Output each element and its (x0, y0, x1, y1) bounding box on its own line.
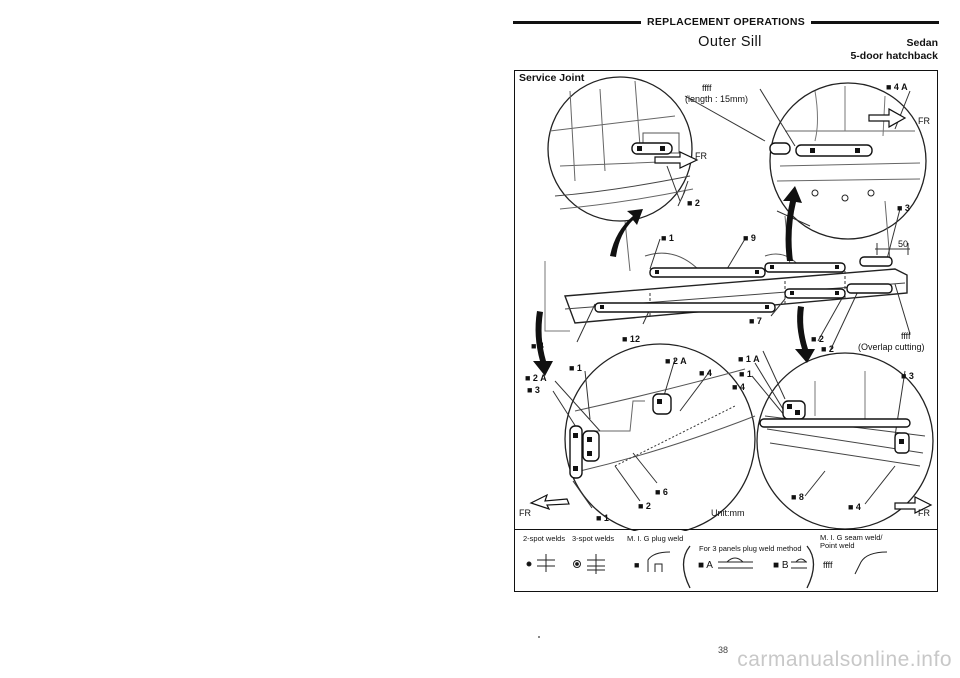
callout-3-left: ■ 3 (527, 385, 540, 395)
fr-arrow-bottom-left (529, 493, 570, 511)
detail-circle-rear-top (769, 82, 927, 240)
callout-7: ■ 7 (749, 316, 762, 326)
legend-mig-plug: M. I. G plug weld (627, 534, 684, 543)
page-title: Outer Sill (698, 34, 762, 50)
legend-point-weld: Point weld (820, 541, 855, 550)
legend-three-spot: 3-spot welds (572, 534, 615, 543)
weld-bar-sill-upper-rear (859, 256, 893, 267)
detail-circle-front-top (547, 76, 693, 222)
weld-bar-top-left (631, 142, 673, 155)
unit-label: Unit:mm (711, 508, 745, 518)
weld-bar-lower-left-vertical (569, 425, 583, 479)
scan-speck (538, 636, 540, 638)
callout-4-left: ■ 4 (531, 341, 544, 351)
header-rule-right (811, 20, 939, 24)
weld-bar-sill-upper-mid (764, 262, 846, 273)
section-header: REPLACEMENT OPERATIONS (513, 16, 939, 28)
callout-1-lower: ■ 1 (569, 363, 582, 373)
removal-arrow-rear-up (783, 186, 802, 261)
weld-bar-sill-upper-front (649, 267, 766, 278)
weld-symbol-overlap: ffff (901, 331, 911, 341)
callout-1-right: ■ 1 (739, 369, 752, 379)
callout-4-right: ■ 4 (732, 382, 745, 392)
callout-2-right-a: ■ 2 (811, 334, 824, 344)
site-watermark: carmanualsonline.info (737, 648, 952, 671)
callout-3-top: ■ 3 (897, 203, 910, 213)
callout-4-bottom: ■ 4 (848, 502, 861, 512)
weld-bar-lower-right-sill (759, 418, 911, 428)
callout-2-lower: ■ 2 (638, 501, 651, 511)
callout-2-top: ■ 2 (687, 198, 700, 208)
fr-arrow-top-left (654, 151, 699, 169)
callout-8: ■ 8 (791, 492, 804, 502)
legend-mig-seam: M. I. G seam weld/ (820, 533, 883, 542)
callout-9: ■ 9 (743, 233, 756, 243)
fr-label-bottom-right: FR (918, 508, 930, 518)
legend-plug-square: ■ (634, 560, 640, 570)
service-joint-label: Service Joint (519, 72, 585, 84)
callout-6: ■ 6 (655, 487, 668, 497)
header-rule-left (513, 20, 641, 24)
weld-bar-top-right (795, 144, 873, 157)
length-note: (length : 15mm) (685, 94, 749, 104)
weld-symbol-length: ffff (702, 83, 712, 93)
legend-seam-symbol: ffff (823, 560, 833, 570)
fr-label-top-right: FR (918, 116, 930, 126)
page-number: 38 (718, 645, 729, 655)
legend-symbols (526, 545, 888, 589)
callout-4-mid: ■ 4 (699, 368, 712, 378)
weld-bar-sill-lower-mid (784, 288, 846, 299)
fr-arrow-bottom-right (894, 496, 933, 514)
installation-arrow-front (533, 311, 553, 376)
weld-bar-lower-right-cluster (782, 400, 806, 420)
weld-legend: 2-spot welds 3-spot welds M. I. G plug w… (515, 529, 937, 591)
dimension-50: 50 (898, 239, 909, 249)
weld-bar-top-right-small (769, 142, 791, 155)
detail-circle-front-bottom (564, 343, 756, 531)
legend-method-b: ■ B (773, 560, 789, 571)
model-label-hatchback: 5-door hatchback (850, 50, 938, 62)
fr-label-top-left: FR (695, 151, 707, 161)
fr-label-bottom-left: FR (519, 508, 531, 518)
overlap-note: (Overlap cutting) (858, 342, 925, 352)
callout-1-mid: ■ 1 (661, 233, 674, 243)
outer-sill-panel (564, 268, 908, 324)
callout-1-bottom: ■ 1 (596, 513, 609, 523)
weld-bar-sill-lower-rear (846, 283, 893, 294)
callout-2-right-b: ■ 2 (821, 344, 834, 354)
callout-12: ■ 12 (622, 334, 640, 344)
callout-4a: ■ 4 A (886, 82, 908, 92)
legend-method-a: ■ A (698, 560, 713, 571)
callout-3-right: ■ 3 (901, 371, 914, 381)
removal-arrow-front (610, 209, 643, 257)
legend-two-spot: 2-spot welds (523, 534, 566, 543)
sill-illustration (529, 76, 934, 531)
fr-arrow-top-right (868, 107, 907, 129)
installation-arrow-rear (795, 306, 815, 363)
weld-bar-sill-lower-front (594, 302, 776, 313)
callout-2a-mid: ■ 2 A (665, 356, 687, 366)
section-title: REPLACEMENT OPERATIONS (646, 16, 806, 28)
diagram-frame: Service Joint ffff (length : 15mm) ■ 4 A… (514, 70, 938, 592)
callout-1a-right: ■ 1 A (738, 354, 760, 364)
model-label-sedan: Sedan (906, 37, 938, 49)
legend-three-panels: For 3 panels plug weld method (699, 544, 802, 553)
weld-bar-lower-left-cluster (582, 430, 600, 462)
callout-2a-left: ■ 2 A (525, 373, 547, 383)
